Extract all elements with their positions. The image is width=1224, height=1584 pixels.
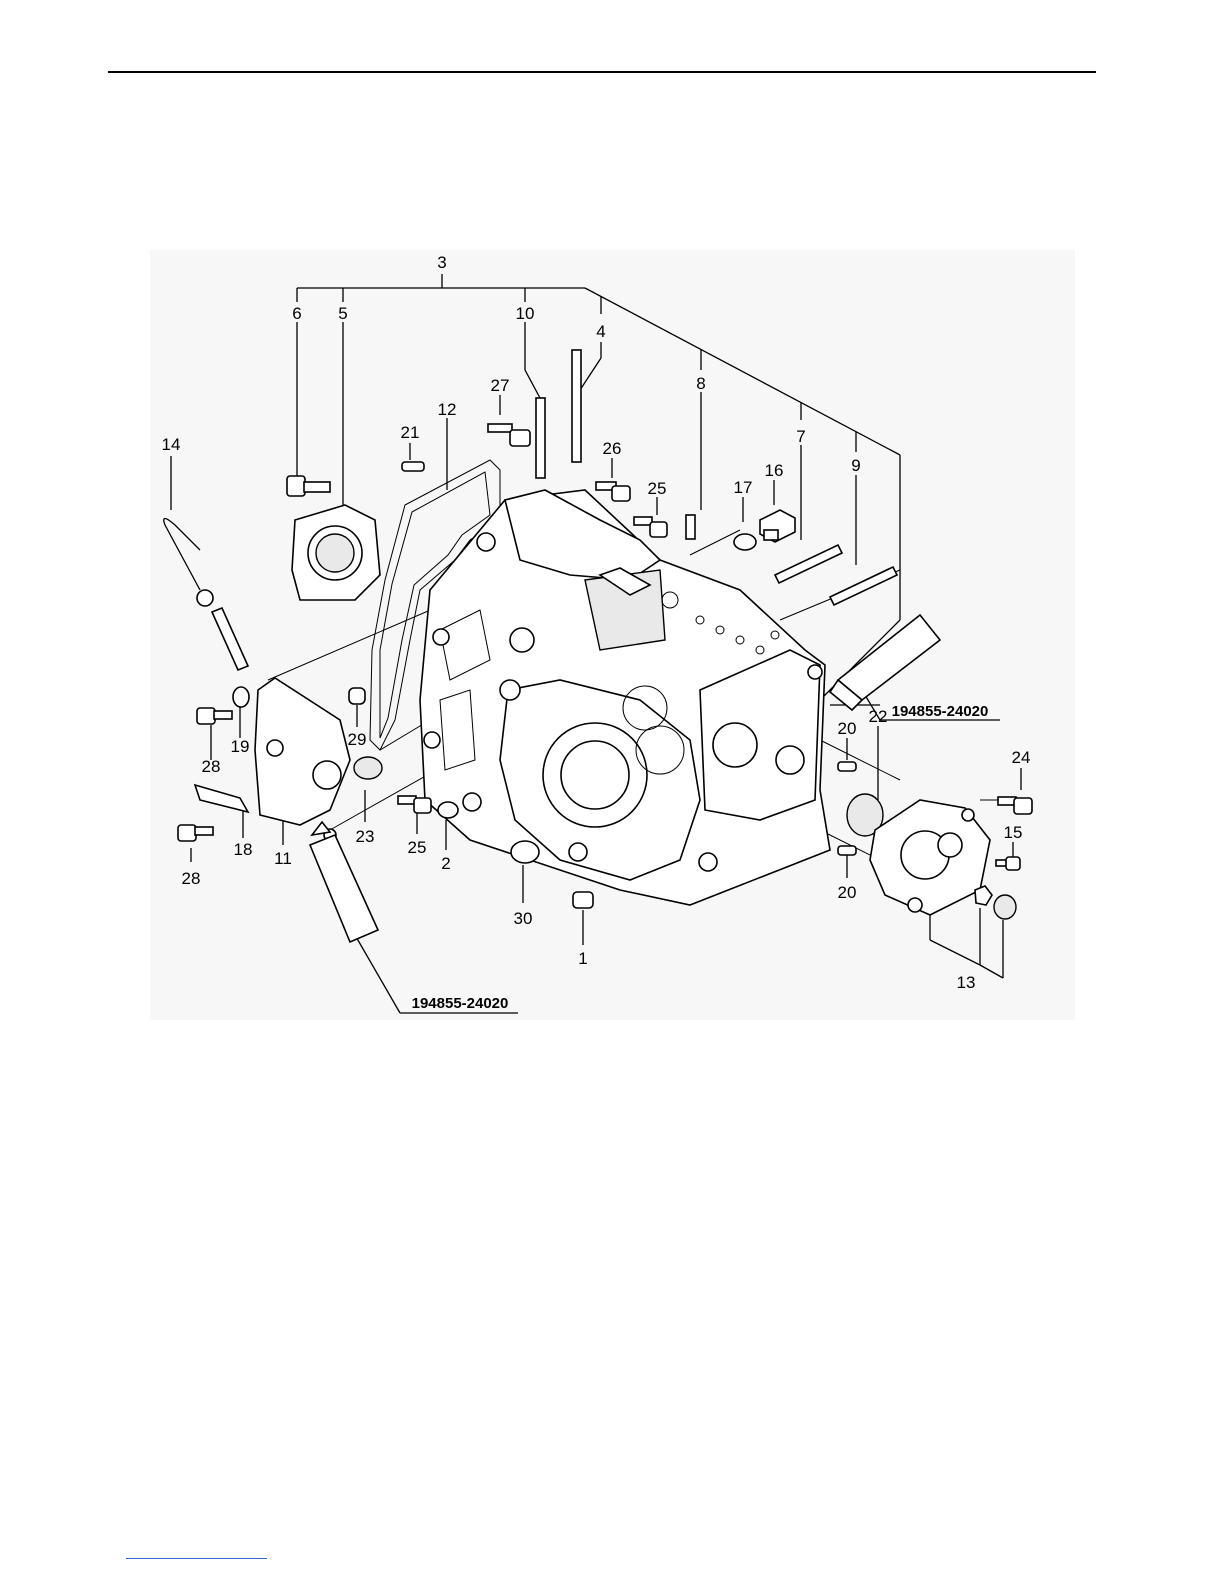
sealant-tube-right bbox=[830, 615, 940, 710]
callout-11: 11 bbox=[274, 849, 292, 868]
callout-27: 27 bbox=[491, 376, 510, 395]
plug-16 bbox=[760, 510, 795, 542]
callout-22: 22 bbox=[869, 707, 888, 726]
washer-19 bbox=[233, 687, 249, 707]
bolt-15 bbox=[996, 857, 1020, 870]
callout-29: 29 bbox=[348, 730, 367, 749]
callout-1: 1 bbox=[578, 949, 587, 968]
dowel-pin-20-lower bbox=[838, 846, 856, 855]
callout-28-upper: 28 bbox=[202, 757, 221, 776]
snap-ring bbox=[975, 886, 992, 905]
callout-23: 23 bbox=[356, 827, 375, 846]
callout-13: 13 bbox=[957, 973, 976, 992]
clip-18 bbox=[195, 785, 248, 812]
footer-rule bbox=[126, 1558, 267, 1559]
callout-21: 21 bbox=[401, 423, 420, 442]
callout-3: 3 bbox=[437, 253, 446, 272]
sealant-part-number-right: 194855-24020 bbox=[892, 703, 989, 720]
callout-20-upper: 20 bbox=[838, 719, 857, 738]
callout-9: 9 bbox=[851, 456, 860, 475]
callout-4: 4 bbox=[596, 322, 605, 341]
oil-seal-23 bbox=[354, 757, 382, 779]
stud-9 bbox=[830, 567, 897, 605]
callout-10: 10 bbox=[516, 304, 535, 323]
callout-14: 14 bbox=[162, 435, 181, 454]
bolt-24 bbox=[998, 797, 1032, 814]
stud-10 bbox=[536, 398, 545, 478]
callout-25-top: 25 bbox=[648, 479, 667, 498]
stud-8 bbox=[686, 515, 695, 539]
bolt-25-top bbox=[634, 517, 667, 537]
bolt-25-bottom bbox=[398, 796, 431, 813]
bolt-27 bbox=[488, 424, 530, 446]
callout-20-lower: 20 bbox=[838, 883, 857, 902]
callout-26: 26 bbox=[603, 439, 622, 458]
sealant-part-number-left: 194855-24020 bbox=[412, 995, 509, 1012]
callout-18: 18 bbox=[234, 840, 253, 859]
bolt-6 bbox=[287, 476, 330, 496]
plug-29 bbox=[349, 688, 365, 704]
dowel-pin-21 bbox=[402, 462, 424, 471]
bolt-28-upper bbox=[197, 708, 232, 724]
callout-16: 16 bbox=[765, 461, 784, 480]
washer-17 bbox=[734, 534, 756, 550]
stud-4 bbox=[572, 350, 581, 462]
bolt-28-lower bbox=[178, 825, 213, 841]
callout-30: 30 bbox=[514, 909, 533, 928]
callout-15: 15 bbox=[1004, 823, 1023, 842]
callout-28-lower: 28 bbox=[182, 869, 201, 888]
bolt-26 bbox=[596, 482, 630, 501]
front-housing-13 bbox=[870, 800, 990, 915]
washer-2 bbox=[438, 802, 458, 818]
stud-7 bbox=[775, 545, 842, 583]
callout-5: 5 bbox=[338, 304, 347, 323]
callout-12: 12 bbox=[438, 400, 457, 419]
callout-19: 19 bbox=[231, 737, 250, 756]
dipstick-14 bbox=[164, 519, 248, 671]
side-cover-11 bbox=[255, 678, 350, 841]
callout-2: 2 bbox=[441, 854, 450, 873]
callout-7: 7 bbox=[796, 427, 805, 446]
dowel-pin-20-upper bbox=[838, 762, 856, 771]
transmission-case bbox=[420, 490, 830, 905]
callout-6: 6 bbox=[292, 304, 301, 323]
callout-25-bottom: 25 bbox=[408, 838, 427, 857]
retainer-plate-5 bbox=[292, 505, 380, 600]
oil-seal-13 bbox=[994, 895, 1016, 919]
drain-plug-1 bbox=[573, 892, 593, 908]
callout-17: 17 bbox=[734, 478, 753, 497]
plug-30 bbox=[511, 841, 539, 863]
callout-8: 8 bbox=[696, 374, 705, 393]
callout-24: 24 bbox=[1012, 748, 1031, 767]
